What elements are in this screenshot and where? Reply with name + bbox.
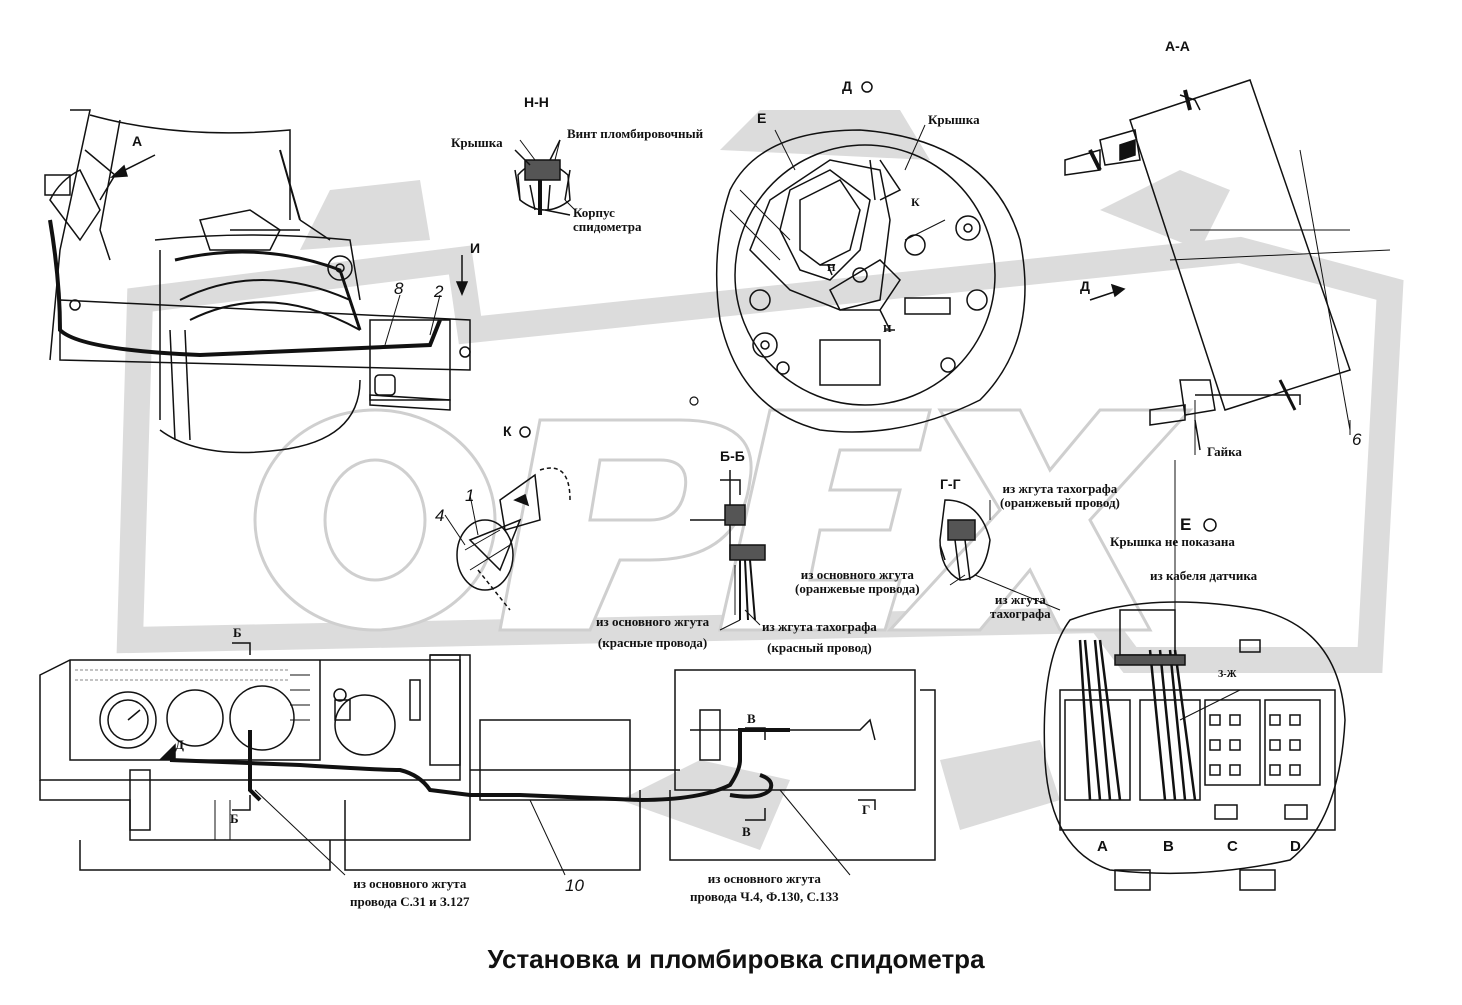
arrow-label-v-top: В (747, 711, 756, 726)
label-tach-orange: из жгута тахографа (оранжевый провод) (1000, 481, 1120, 511)
drawing-caption: Установка и пломбировка спидометра (487, 944, 985, 974)
callout-8: 8 (394, 279, 404, 298)
arrow-label-d: Д (1080, 278, 1090, 294)
view-title-gg: Г-Г (940, 476, 961, 492)
label-housing: Корпус спидометра (573, 205, 642, 235)
view-title-aa: А-А (1165, 38, 1190, 54)
label-tach-red: из жгута тахографа (красный провод) (762, 619, 877, 655)
arrow-label-n-bottom: Н (883, 323, 892, 335)
connector-label-c: C (1227, 838, 1238, 855)
arrow-label-d-small: Д (175, 737, 184, 752)
arrow-label-a: А (132, 133, 143, 149)
small-circle-icon (689, 396, 699, 406)
view-e-circle-icon (1203, 518, 1217, 532)
arrow-label-k: К (911, 195, 920, 209)
view-title-nn: Н-Н (524, 94, 549, 110)
label-cover-nn: Крышка (451, 135, 503, 150)
label-cover-not-shown: Крышка не показана (1110, 534, 1235, 549)
callout-10: 10 (565, 876, 584, 895)
arrow-label-v-bottom: В (742, 824, 751, 839)
view-d-circle-icon (861, 81, 873, 93)
view-e-connector-block (1043, 601, 1346, 891)
label-seal-screw: Винт пломбировочный (567, 126, 704, 141)
callout-6: 6 (1352, 430, 1362, 449)
label-cover-d: Крышка (928, 112, 980, 127)
label-main-ch4: из основного жгута провода Ч.4, Ф.130, С… (690, 871, 839, 905)
leader-lines (254, 124, 1351, 876)
callout-1: 1 (465, 486, 475, 505)
label-zh: З-Ж (1218, 669, 1237, 680)
connector-label-a: A (1097, 838, 1108, 855)
arrow-label-e: Е (757, 110, 767, 126)
callout-4: 4 (435, 506, 445, 525)
section-gg-drawing (939, 499, 991, 581)
connector-label-d: D (1290, 838, 1301, 855)
arrow-i (455, 255, 469, 296)
arrow-label-g: Г (862, 802, 871, 817)
view-title-bb: Б-Б (720, 448, 745, 464)
label-from-sensor-cable: из кабеля датчика (1150, 568, 1258, 583)
label-nut: Гайка (1207, 444, 1242, 459)
view-k-drawing (456, 467, 571, 611)
view-title-e: Е (1180, 515, 1192, 534)
panel-wiring-harness (169, 728, 790, 803)
arrow-label-n-top: Н (827, 262, 836, 274)
label-main-orange: из основного жгута (оранжевые провода) (795, 567, 920, 597)
view-title-k: К (503, 423, 512, 439)
arrow-label-b-top: Б (233, 625, 242, 640)
view-d-speedometer-rear (715, 129, 1026, 433)
view-title-d: Д (842, 78, 852, 94)
label-main-c31: из основного жгута провода С.31 и З.127 (350, 876, 470, 910)
instrument-panel-drawing (39, 654, 936, 871)
section-nn-drawing (514, 139, 571, 216)
arrow-label-b-bottom: Б (230, 811, 239, 826)
section-bb-drawing (690, 470, 766, 621)
view-k-circle-icon (519, 426, 531, 438)
callout-2: 2 (434, 282, 444, 301)
section-aa-drawing (1064, 79, 1391, 451)
label-main-red: из основного жгута (красные провода) (596, 614, 710, 650)
section-marker-lines (232, 642, 876, 821)
arrow-d (1089, 283, 1126, 301)
arrow-label-i: И (470, 240, 481, 256)
connector-label-b: B (1163, 838, 1174, 855)
label-tach-harness: из жгута тахографа (990, 592, 1051, 622)
arrow-a (109, 154, 156, 178)
